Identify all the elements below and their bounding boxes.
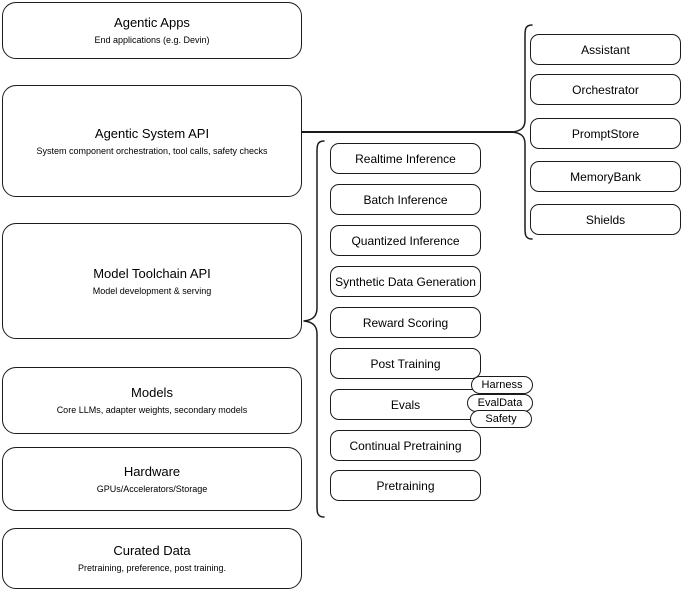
capability-pretraining[interactable]: Pretraining — [330, 470, 481, 501]
system-component-label: Orchestrator — [572, 82, 639, 97]
system-component-promptstore[interactable]: PromptStore — [530, 118, 681, 149]
capability-label: Realtime Inference — [355, 151, 456, 166]
capability-evals[interactable]: Evals — [330, 389, 481, 420]
capability-continual-pretraining[interactable]: Continual Pretraining — [330, 430, 481, 461]
capability-label: Continual Pretraining — [349, 438, 462, 453]
capability-label: Quantized Inference — [351, 233, 460, 248]
layer-agentic-apps[interactable]: Agentic Apps End applications (e.g. Devi… — [2, 2, 302, 59]
toolchain-brace — [303, 140, 325, 518]
capability-label: Pretraining — [376, 478, 435, 493]
layer-title: Model Toolchain API — [93, 265, 211, 281]
system-component-orchestrator[interactable]: Orchestrator — [530, 74, 681, 105]
layer-curated-data[interactable]: Curated Data Pretraining, preference, po… — [2, 528, 302, 589]
system-component-memorybank[interactable]: MemoryBank — [530, 161, 681, 192]
layer-title: Curated Data — [113, 543, 191, 558]
capability-synthetic-data-generation[interactable]: Synthetic Data Generation — [330, 266, 481, 297]
system-component-assistant[interactable]: Assistant — [530, 34, 681, 65]
capability-realtime-inference[interactable]: Realtime Inference — [330, 143, 481, 174]
layer-hardware[interactable]: Hardware GPUs/Accelerators/Storage — [2, 447, 302, 511]
evals-badge-label: Safety — [485, 413, 517, 425]
layer-models[interactable]: Models Core LLMs, adapter weights, secon… — [2, 367, 302, 434]
evals-badge-harness[interactable]: Harness — [471, 376, 533, 394]
capability-reward-scoring[interactable]: Reward Scoring — [330, 307, 481, 338]
capability-post-training[interactable]: Post Training — [330, 348, 481, 379]
layer-title: Agentic System API — [94, 125, 210, 141]
evals-badge-label: EvalData — [477, 397, 523, 409]
layer-subtitle: Model development & serving — [92, 285, 212, 296]
layer-title: Hardware — [123, 463, 181, 479]
system-component-label: MemoryBank — [570, 169, 641, 184]
layer-subtitle: End applications (e.g. Devin) — [94, 35, 210, 45]
layer-subtitle: System component orchestration, tool cal… — [36, 145, 268, 156]
system-component-shields[interactable]: Shields — [530, 204, 681, 235]
capability-batch-inference[interactable]: Batch Inference — [330, 184, 481, 215]
evals-badge-safety[interactable]: Safety — [470, 410, 532, 428]
system-api-connector-line — [302, 131, 513, 133]
capability-label: Reward Scoring — [362, 315, 449, 330]
capability-label: Evals — [390, 397, 421, 412]
capability-label: Batch Inference — [363, 192, 448, 207]
system-component-label: Shields — [585, 212, 626, 227]
capability-label: Synthetic Data Generation — [335, 274, 476, 289]
layer-model-toolchain-api[interactable]: Model Toolchain API Model development & … — [2, 223, 302, 339]
capability-quantized-inference[interactable]: Quantized Inference — [330, 225, 481, 256]
layer-subtitle: Pretraining, preference, post training. — [77, 563, 227, 573]
layer-subtitle: Core LLMs, adapter weights, secondary mo… — [56, 405, 248, 415]
layer-title: Models — [131, 385, 173, 400]
layer-title: Agentic Apps — [114, 15, 190, 30]
system-component-label: Assistant — [581, 42, 630, 57]
system-component-label: PromptStore — [571, 126, 640, 141]
capability-label: Post Training — [370, 356, 441, 371]
layer-agentic-system-api[interactable]: Agentic System API System component orch… — [2, 85, 302, 197]
layer-subtitle: GPUs/Accelerators/Storage — [96, 483, 208, 494]
system-components-brace — [511, 24, 533, 240]
evals-badge-label: Harness — [481, 379, 523, 391]
